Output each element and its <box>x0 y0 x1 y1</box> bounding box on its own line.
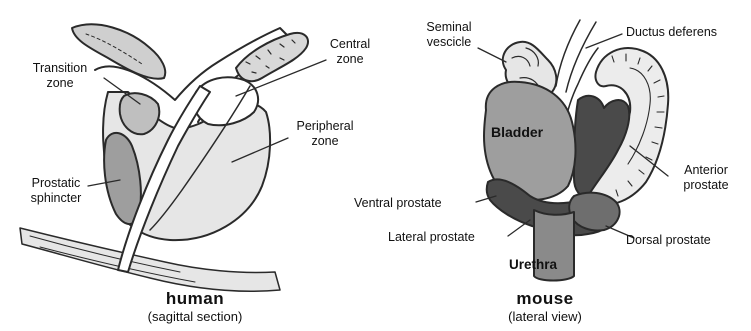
label-peripheral-zone: Peripheral zone <box>272 119 378 149</box>
caption-mouse-subtitle: (lateral view) <box>460 309 630 325</box>
caption-human-title: human <box>100 288 290 309</box>
label-lateral-prostate: Lateral prostate <box>388 230 475 245</box>
caption-human: human (sagittal section) <box>100 288 290 325</box>
human-pelvic-floor <box>20 228 280 291</box>
label-seminal-vesicle: Seminal vescicle <box>406 20 492 50</box>
mouse-dorsal-prostate <box>569 193 619 231</box>
label-bladder: Bladder <box>491 124 543 140</box>
label-dorsal-prostate: Dorsal prostate <box>626 233 711 248</box>
mouse-ductus-deferens <box>556 20 596 92</box>
caption-human-subtitle: (sagittal section) <box>100 309 290 325</box>
label-ductus-deferens: Ductus deferens <box>626 25 717 40</box>
label-urethra: Urethra <box>509 257 557 272</box>
caption-mouse: mouse (lateral view) <box>460 288 630 325</box>
label-prostatic-sphincter: Prostatic sphincter <box>8 176 104 206</box>
leader-lateral-prostate <box>508 220 530 236</box>
label-anterior-prostate: Anterior prostate <box>664 163 748 193</box>
human-seminal-vesicle <box>236 33 308 81</box>
label-ventral-prostate: Ventral prostate <box>354 196 442 211</box>
leader-seminal-vesicle <box>478 48 506 62</box>
caption-mouse-title: mouse <box>460 288 630 309</box>
label-transition-zone: Transition zone <box>8 61 112 91</box>
leader-ductus-deferens <box>586 34 622 48</box>
label-central-zone: Central zone <box>312 37 388 67</box>
